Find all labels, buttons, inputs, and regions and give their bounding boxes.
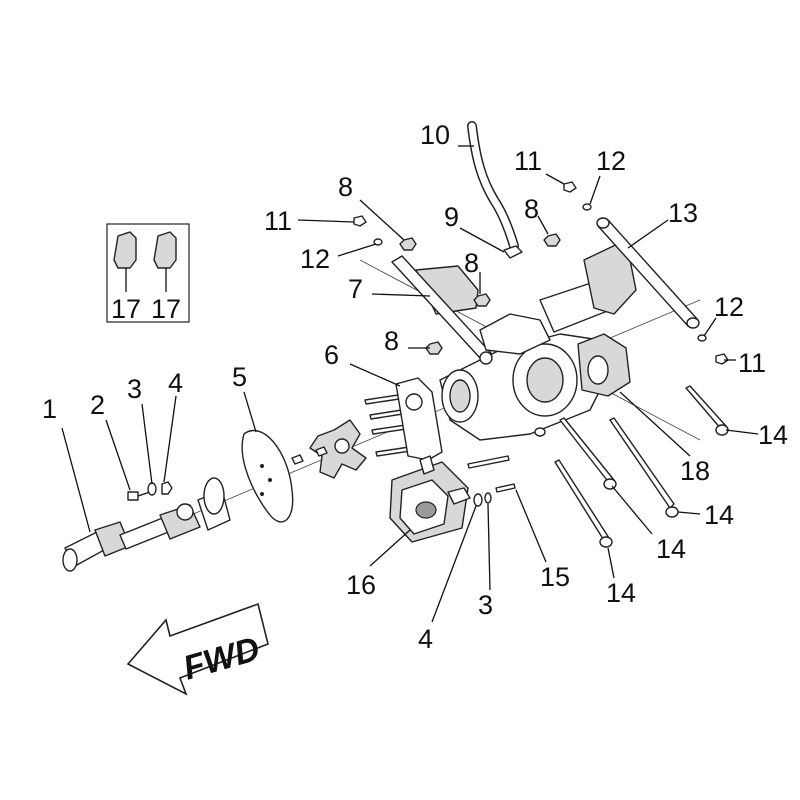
part-4-nut [161,481,173,495]
leader-lines [61,145,759,623]
callout-18: 18 [680,456,710,486]
callout-8: 8 [338,172,353,202]
callout-12: 12 [300,244,330,274]
callout-13: 13 [668,198,698,228]
part-11-bolt [353,215,367,227]
callout-11: 11 [738,348,766,378]
callout-12: 12 [596,146,626,176]
part-17-detail-box [106,223,190,323]
part-12-washer [582,203,592,211]
part-6-hole [405,393,423,411]
bolt-head [603,478,617,490]
callout-16: 16 [346,570,376,600]
part-5-hole [260,464,264,468]
callout-11: 11 [264,206,292,236]
bushing [419,455,435,475]
callout-17: 17 [151,294,181,324]
fwd-arrow: FWD [126,602,269,696]
callout-15: 15 [540,562,570,592]
part-15-bolt [495,483,516,493]
part-5-hole [260,492,264,496]
callout-1: 1 [42,394,57,424]
part-8-nut [473,293,491,307]
part-16-caliper [389,461,471,543]
part-4-nut-lower [473,493,483,507]
callout-8: 8 [384,326,399,356]
part-5-hole [268,478,272,482]
part-5-brake-disc [241,429,294,523]
callout-7: 7 [348,274,363,304]
callout-8: 8 [524,194,539,224]
part-8-nut [399,237,417,251]
part-2-bolt [127,491,151,501]
fwd-arrow-shape [126,602,269,696]
callout-12: 12 [714,292,744,322]
part-11-bolt [563,181,577,193]
part-3-washer [147,482,157,496]
callout-4: 4 [168,368,183,398]
callout-10: 10 [420,120,450,150]
callout-6: 6 [324,340,339,370]
callout-9: 9 [444,202,459,232]
callout-2: 2 [90,390,105,420]
part-3-washer-lower [484,492,492,504]
differential-housing [439,279,611,441]
washer [534,427,546,437]
callout-14: 14 [704,500,734,530]
callout-14: 14 [606,578,636,608]
part-1-driveshaft [62,477,231,572]
part-18-cover-boss [587,355,609,385]
part-8-nut [543,233,561,247]
bolt-upper [467,455,510,469]
pin-end [596,217,610,229]
callout-17: 17 [111,294,141,324]
part-11-bolt [715,353,729,365]
callout-5: 5 [232,362,247,392]
part-12-washer [697,334,707,342]
callout-14: 14 [758,420,788,450]
pin-end [686,317,700,329]
callout-8: 8 [464,248,479,278]
part-14-bolt [609,417,675,509]
part-12-washer [373,238,383,246]
bolt-head [665,506,679,518]
part-9-clamp [503,245,523,259]
callout-3: 3 [127,374,142,404]
hub-flange [291,419,367,479]
part-10-hose [468,122,518,250]
callout-14: 14 [656,534,686,564]
callout-3-lower: 3 [478,590,493,620]
part-14-bolt [685,385,727,431]
callout-4-lower: 4 [418,624,433,654]
callout-11: 11 [514,146,542,176]
bolt-head [599,536,613,548]
